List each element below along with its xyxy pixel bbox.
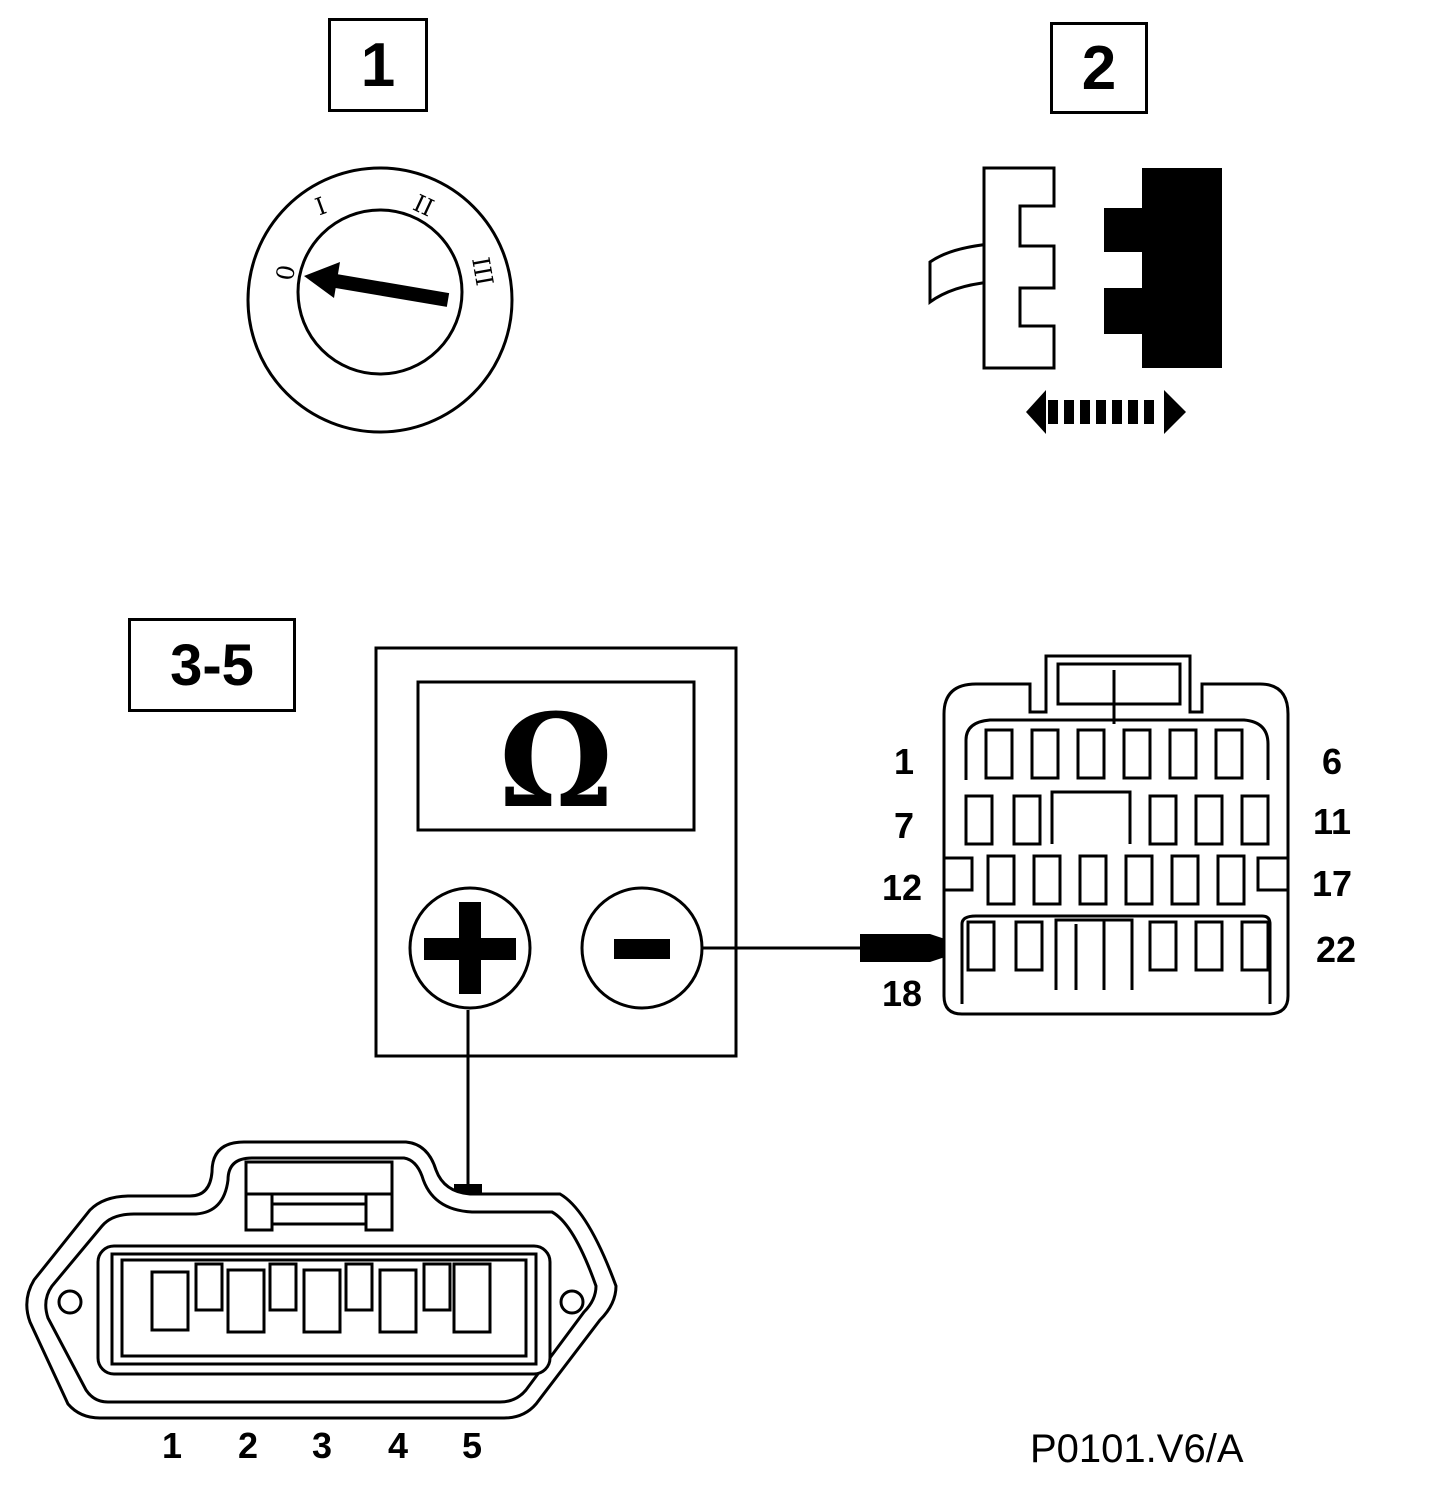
pin-label-12: 12 — [882, 867, 922, 908]
pin-label-18: 18 — [882, 973, 922, 1014]
pin-label-2: 2 — [238, 1425, 258, 1466]
step-2-box: 2 — [1050, 22, 1148, 114]
figure-code: P0101.V6/A — [1030, 1427, 1244, 1471]
pin-label-3: 3 — [312, 1425, 332, 1466]
ohm-symbol: Ω — [499, 687, 613, 837]
pin-label-6: 6 — [1322, 741, 1342, 782]
pin-label-1: 1 — [162, 1425, 182, 1466]
pin-label-4: 4 — [388, 1425, 408, 1466]
pin-label-17: 17 — [1312, 863, 1352, 904]
position-0-label: 0 — [271, 263, 301, 283]
connector-5-pin: 1 2 3 4 5 — [25, 1140, 618, 1466]
step-1-box: 1 — [328, 18, 428, 112]
step-3-5-box: 3-5 — [128, 618, 296, 712]
pin-label-7: 7 — [894, 805, 914, 846]
multimeter-icon: Ω — [374, 646, 738, 1058]
pin-label-1: 1 — [894, 741, 914, 782]
position-iii-label: III — [466, 255, 499, 288]
pin-label-11: 11 — [1313, 801, 1351, 842]
ignition-switch-icon: 0 I II III — [246, 166, 514, 434]
disconnect-connector-icon — [928, 166, 1222, 434]
connector-22-pin: 1 6 7 11 12 17 18 22 — [882, 654, 1356, 1016]
pin-label-22: 22 — [1316, 929, 1356, 970]
multimeter-display — [416, 680, 696, 832]
pin-label-5: 5 — [462, 1425, 482, 1466]
